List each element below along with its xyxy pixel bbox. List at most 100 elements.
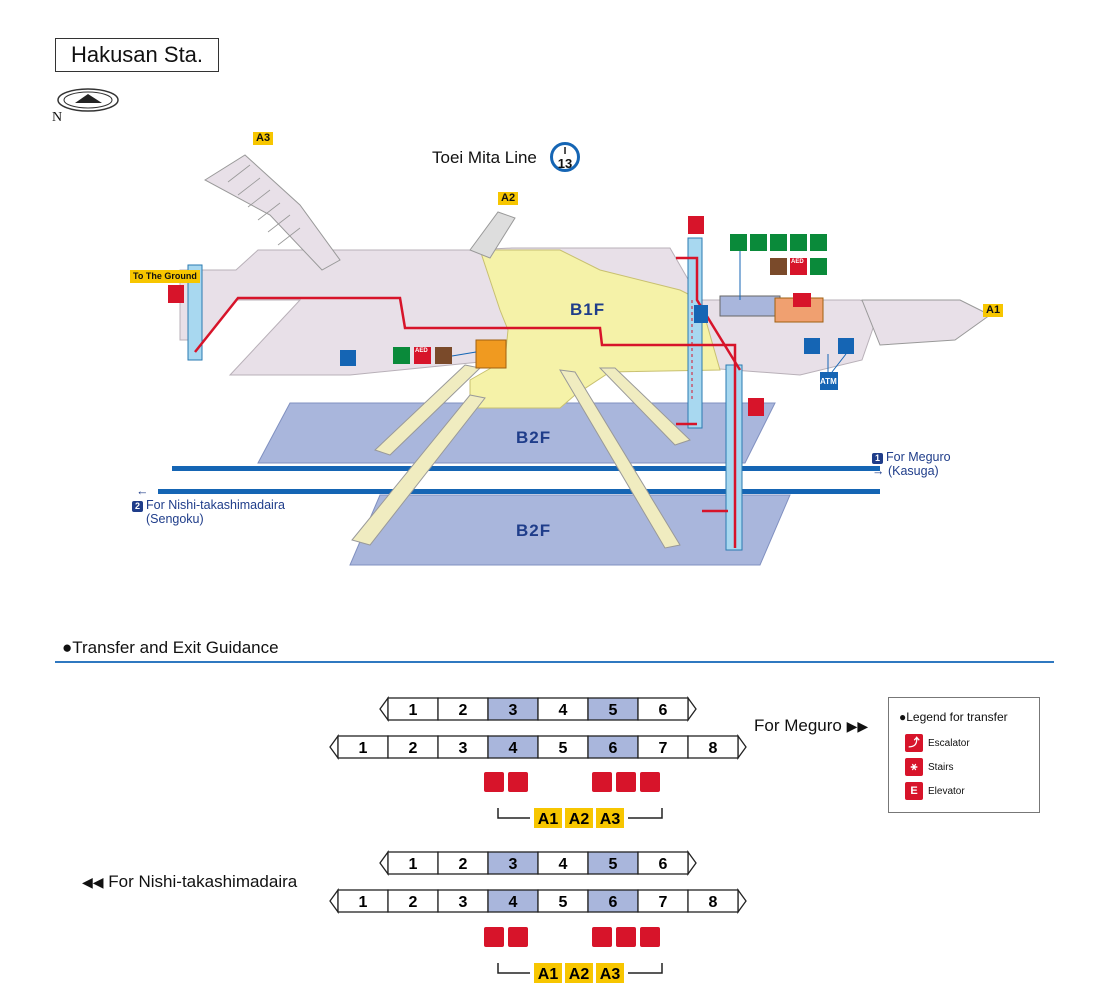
car-number-label: 2 xyxy=(459,702,468,719)
elevator-icon: E xyxy=(905,782,923,800)
exit-tag-a1: A1 xyxy=(983,304,1004,317)
line-code-badge: I 13 xyxy=(550,142,580,172)
car-number-label: 8 xyxy=(709,740,718,757)
transfer-icon xyxy=(508,772,528,792)
locker-icon-east xyxy=(838,338,854,354)
exit-badge-label: A1 xyxy=(538,811,559,828)
legend-elevator: E Elevator xyxy=(905,782,965,800)
guidance-section-title: ●Transfer and Exit Guidance xyxy=(62,638,279,657)
direction-1-number: 1 xyxy=(872,453,883,464)
atm-icon xyxy=(820,372,838,390)
direction-1-arrow: → xyxy=(872,464,888,478)
train-car xyxy=(687,889,739,913)
car-number-label: 3 xyxy=(509,702,518,719)
exit-badge xyxy=(596,963,624,983)
ticket-icon-west xyxy=(340,350,356,366)
for-nishi-label: For Nishi-takashimadaira xyxy=(108,872,298,891)
elevator-icon-west xyxy=(168,285,184,303)
escalator-icon-map xyxy=(793,293,811,307)
exit-badge xyxy=(565,808,593,828)
car-number-label: 2 xyxy=(409,894,418,911)
car-number-label: 1 xyxy=(409,702,418,719)
exit-tag-a2: A2 xyxy=(498,192,519,205)
car-number-label: 4 xyxy=(559,702,568,719)
track-2 xyxy=(158,489,880,494)
direction-2-line1: For Nishi-takashimadaira xyxy=(146,498,285,512)
train-car xyxy=(687,735,739,759)
aed-label-east: AED xyxy=(791,259,804,265)
car-number-label: 1 xyxy=(359,740,368,757)
train-car xyxy=(637,851,689,875)
exit-badge-label: A3 xyxy=(600,966,621,983)
aed-icon xyxy=(414,347,431,364)
direction-2-number: 2 xyxy=(132,501,143,512)
car-number-label: 4 xyxy=(509,894,518,911)
compass-label: N xyxy=(52,110,63,125)
exit-a1-stairs xyxy=(861,299,991,346)
train-rear-end xyxy=(737,734,747,760)
guidance-for-meguro: For Meguro ▶▶ xyxy=(754,716,868,736)
elevator-icon-center xyxy=(688,216,704,234)
train-front-end xyxy=(379,696,389,722)
train-rear-end xyxy=(737,888,747,914)
car-number-label: 8 xyxy=(709,894,718,911)
floor-label-b2f-upper: B2F xyxy=(516,428,552,447)
transfer-icon xyxy=(484,927,504,947)
transfer-icon xyxy=(592,927,612,947)
car-number-label: 5 xyxy=(609,856,618,873)
car-number-label: 3 xyxy=(509,856,518,873)
train-rear-end xyxy=(687,696,697,722)
direction-2-arrow: ← xyxy=(136,484,149,498)
legend-stairs-label: Stairs xyxy=(928,761,954,773)
compass-icon xyxy=(57,88,119,112)
floor-label-b1f: B1F xyxy=(570,300,606,319)
elevator-shaft-center xyxy=(687,237,703,429)
car-number-label: 6 xyxy=(609,740,618,757)
car-number-label: 5 xyxy=(609,702,618,719)
direction-2-line2: (Sengoku) xyxy=(146,512,204,526)
exit-a2-stairs xyxy=(469,211,516,259)
exit-badge xyxy=(534,963,562,983)
floor-label-b2f-lower: B2F xyxy=(516,521,552,540)
transfer-icons-top-right xyxy=(592,772,660,792)
car-number-label: 1 xyxy=(359,894,368,911)
line-name: Toei Mita Line xyxy=(432,148,537,167)
line-code-number: 13 xyxy=(557,156,573,171)
legend-elevator-label: Elevator xyxy=(928,785,965,797)
train-rear-end xyxy=(687,850,697,876)
left-arrow-icon: ◀◀ xyxy=(82,874,104,890)
car-number-label: 5 xyxy=(559,740,568,757)
exit-tag-a3: A3 xyxy=(253,132,274,145)
coin-locker-icon xyxy=(393,347,410,364)
transfer-icons-top-left xyxy=(484,772,528,792)
exit-badge xyxy=(596,808,624,828)
facility-icons xyxy=(730,234,827,275)
track-1 xyxy=(172,466,880,471)
transfer-icons-bottom-left xyxy=(484,927,528,947)
train-front-end xyxy=(329,734,339,760)
legend-stairs: ⚹ Stairs xyxy=(905,758,954,776)
direction-1-line2: (Kasuga) xyxy=(887,464,939,478)
exit-badge-label: A2 xyxy=(569,811,590,828)
train-front-end xyxy=(329,888,339,914)
car-number-label: 3 xyxy=(459,740,468,757)
phone-icon xyxy=(694,305,708,323)
elevator-icon-east xyxy=(748,398,764,416)
car-number-label: 2 xyxy=(459,856,468,873)
line-code-letter: I xyxy=(563,146,567,157)
exit-badge-label: A3 xyxy=(600,811,621,828)
transfer-icon xyxy=(640,772,660,792)
right-arrow-icon: ▶▶ xyxy=(846,718,869,734)
car-number-label: 4 xyxy=(559,856,568,873)
ticket-icon-east xyxy=(804,338,820,354)
exit-badge xyxy=(534,808,562,828)
train-car xyxy=(637,697,689,721)
elevator-shaft-west xyxy=(187,264,203,361)
car-number-label: 3 xyxy=(459,894,468,911)
car-number-label: 6 xyxy=(659,702,668,719)
car-number-label: 1 xyxy=(409,856,418,873)
